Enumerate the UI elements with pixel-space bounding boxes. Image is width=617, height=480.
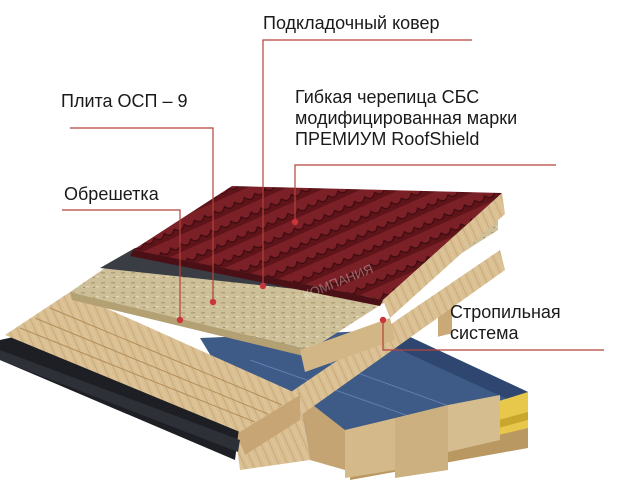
label-shingles: Гибкая черепица СБС модифицированная мар… <box>295 87 517 150</box>
battens-deck <box>5 292 300 432</box>
label-underlay: Подкладочный ковер <box>263 13 440 33</box>
label-osb: Плита ОСП – 9 <box>61 91 188 111</box>
label-shingles-line2: модифицированная марки <box>295 108 518 128</box>
leader-underlay <box>262 39 472 286</box>
leader-battens <box>62 209 181 320</box>
roof-side-fascia <box>235 250 505 455</box>
label-rafters-line1: Стропильная <box>450 302 561 322</box>
leader-rafters <box>382 320 604 351</box>
marker-osb <box>209 298 217 306</box>
label-shingles-line1: Гибкая черепица СБС <box>295 87 480 107</box>
leader-markers <box>176 218 387 324</box>
marker-battens <box>176 316 184 324</box>
roof-right-edge <box>300 193 505 372</box>
marker-shingles <box>291 218 299 226</box>
leader-lines <box>62 39 604 351</box>
marker-rafters <box>379 316 387 324</box>
shingle-layer <box>130 186 502 306</box>
label-shingles-line3: ПРЕМИУМ RoofShield <box>295 129 480 149</box>
label-rafters: Стропильная система <box>450 302 561 344</box>
label-rafters-line2: система <box>450 323 519 343</box>
drip-edge <box>0 330 240 460</box>
leader-shingles <box>294 164 556 222</box>
leader-osb <box>70 127 214 302</box>
marker-underlay <box>259 282 267 290</box>
label-battens: Обрешетка <box>64 184 159 204</box>
